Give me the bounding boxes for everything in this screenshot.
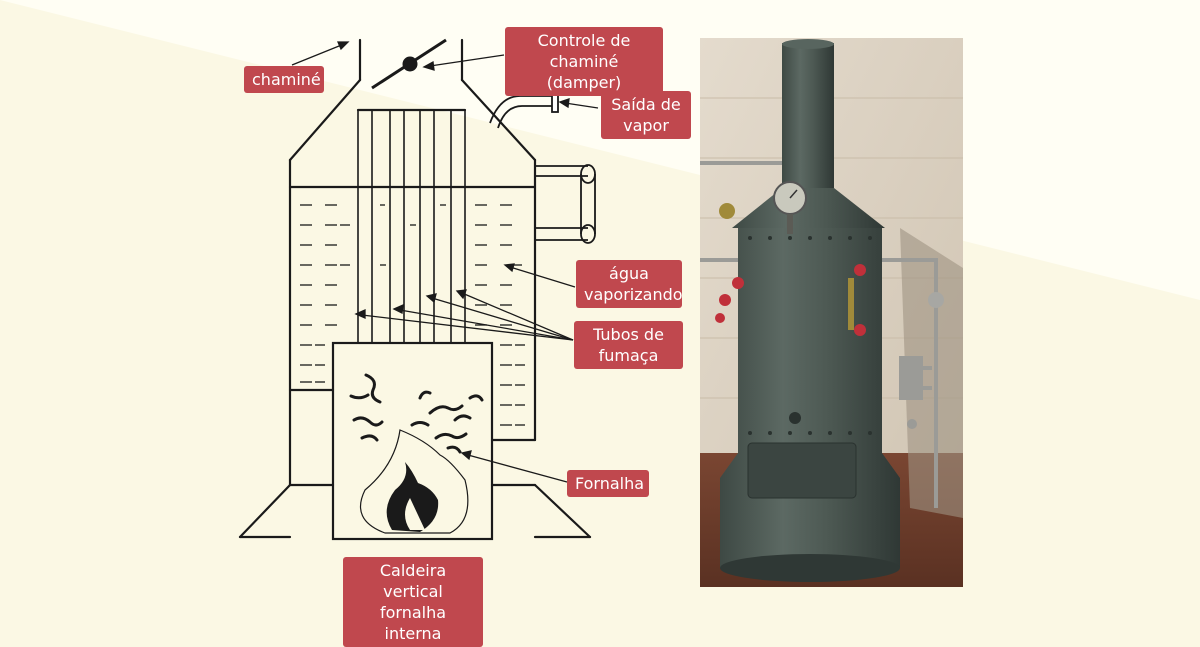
side-loop	[535, 164, 596, 244]
flame	[360, 429, 469, 534]
label-smoke-tubes: Tubos de fumaça	[574, 321, 683, 369]
label-chimney: chaminé	[244, 66, 324, 93]
smoke-tubes	[357, 110, 466, 343]
steam-outlet-pipe	[489, 91, 559, 129]
boiler-diagram	[238, 38, 599, 541]
water-dashes	[300, 204, 525, 426]
heat-squiggles	[349, 373, 484, 454]
boiler-photo	[700, 38, 963, 587]
label-damper: Controle de chaminé (damper)	[505, 27, 663, 96]
boiler-photo-illustration	[700, 38, 963, 587]
label-steam-outlet: Saída de vapor	[601, 91, 691, 139]
leader-lines	[291, 41, 599, 483]
label-water: água vaporizando	[576, 260, 683, 308]
label-caption: Caldeira vertical fornalha interna	[343, 557, 483, 647]
damper	[371, 38, 447, 90]
furnace-box	[331, 341, 494, 541]
label-furnace: Fornalha	[567, 470, 649, 497]
